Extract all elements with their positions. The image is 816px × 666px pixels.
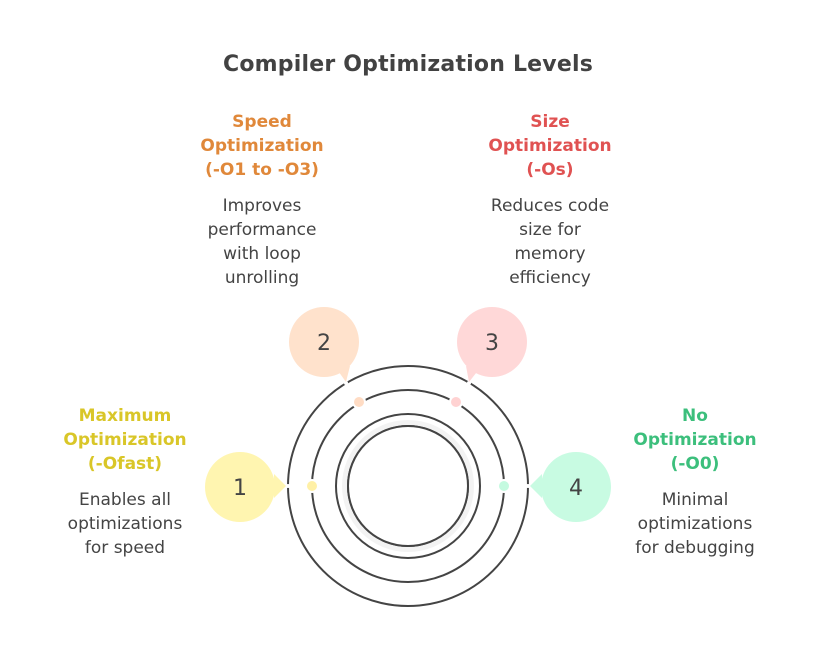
item-1-desc-line: Enables all <box>78 490 172 510</box>
bubble-4-circle <box>541 452 611 522</box>
core-circle <box>347 425 469 547</box>
item-2-heading: Speed Optimization (-O1 to -O3) <box>177 110 347 182</box>
marker-dot-1 <box>307 481 317 491</box>
item-4-description: Minimal optimizations for debugging <box>610 488 780 560</box>
item-3-heading: Size Optimization (-Os) <box>465 110 635 182</box>
diagram-title: Compiler Optimization Levels <box>223 52 593 77</box>
bubble-1: 1 <box>205 452 286 522</box>
outer-gap-3 <box>467 381 471 385</box>
bubble-3: 3 <box>457 307 527 382</box>
bubble-4-number: 4 <box>569 476 583 501</box>
item-3-heading-line: Optimization <box>488 136 612 156</box>
item-1-desc-line: for speed <box>84 538 166 558</box>
marker-dot-3 <box>451 397 461 407</box>
item-1-heading-line: Maximum <box>78 406 172 426</box>
outer-gap-1 <box>286 484 290 488</box>
item-2-desc-line: unrolling <box>224 268 300 288</box>
bubble-1-pointer <box>274 474 286 498</box>
item-3-heading-line: (-Os) <box>526 160 574 180</box>
inner-ring-band-edge <box>335 413 481 559</box>
marker-dot-4 <box>499 481 509 491</box>
item-4-heading-line: (-O0) <box>670 454 720 474</box>
item-3-text: Size Optimization (-Os) Reduces code siz… <box>465 110 635 290</box>
item-3-desc-line: Reduces code <box>490 196 610 216</box>
item-4-text: No Optimization (-O0) Minimal optimizati… <box>610 404 780 560</box>
bubble-4-pointer <box>530 474 542 498</box>
item-2-text: Speed Optimization (-O1 to -O3) Improves… <box>177 110 347 290</box>
bubble-1-number: 1 <box>233 476 247 501</box>
item-4-desc-line: optimizations <box>637 514 753 534</box>
item-1-description: Enables all optimizations for speed <box>40 488 210 560</box>
item-1-heading-line: Optimization <box>63 430 187 450</box>
item-2-heading-line: Speed <box>232 112 292 132</box>
marker-dot-2 <box>354 397 364 407</box>
item-4-heading-line: No <box>682 406 708 426</box>
outer-gap-4 <box>526 484 530 488</box>
item-1-heading: Maximum Optimization (-Ofast) <box>40 404 210 476</box>
item-3-desc-line: size for <box>519 220 581 240</box>
item-4-heading: No Optimization (-O0) <box>610 404 780 476</box>
item-3-heading-line: Size <box>530 112 570 132</box>
bubble-3-number: 3 <box>485 331 499 356</box>
item-1-desc-line: optimizations <box>67 514 183 534</box>
item-2-description: Improves performance with loop unrolling <box>177 194 347 290</box>
item-4-heading-line: Optimization <box>633 430 757 450</box>
middle-ring-markers <box>305 395 511 493</box>
bubble-2-circle <box>289 307 359 377</box>
item-2-heading-line: (-O1 to -O3) <box>205 160 319 180</box>
bubble-4: 4 <box>530 452 611 522</box>
bubble-2: 2 <box>289 307 359 382</box>
item-4-desc-line: for debugging <box>635 538 755 558</box>
item-2-desc-line: Improves <box>222 196 302 216</box>
item-3-desc-line: efficiency <box>509 268 591 288</box>
bubble-1-circle <box>205 452 275 522</box>
item-4-desc-line: Minimal <box>661 490 729 510</box>
item-3-desc-line: memory <box>514 244 586 264</box>
item-1-heading-line: (-Ofast) <box>87 454 163 474</box>
outer-gap-2 <box>344 381 348 385</box>
item-2-desc-line: performance <box>207 220 317 240</box>
item-2-heading-line: Optimization <box>200 136 324 156</box>
item-3-description: Reduces code size for memory efficiency <box>465 194 635 290</box>
bubble-3-circle <box>457 307 527 377</box>
item-2-desc-line: with loop <box>223 244 301 264</box>
bubble-2-number: 2 <box>317 331 331 356</box>
item-1-text: Maximum Optimization (-Ofast) Enables al… <box>40 404 210 560</box>
